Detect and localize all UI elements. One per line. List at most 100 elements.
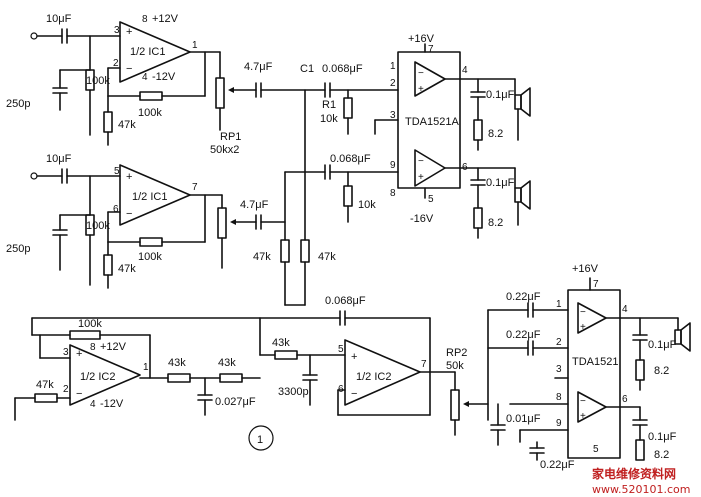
svg-text:1: 1 bbox=[143, 362, 149, 373]
ic1-upper-stage: 10μF 3 + − 1/2 IC1 8 +12V 4 -12V 2 1 250… bbox=[6, 13, 326, 156]
svg-text:0.22μF: 0.22μF bbox=[506, 291, 541, 303]
tda1521-chip bbox=[567, 289, 621, 459]
svg-text:+: + bbox=[76, 348, 82, 360]
svg-text:7: 7 bbox=[192, 182, 198, 193]
svg-text:2: 2 bbox=[556, 337, 562, 348]
svg-text:5: 5 bbox=[338, 344, 344, 355]
svg-text:250p: 250p bbox=[6, 243, 30, 255]
svg-text:4: 4 bbox=[90, 399, 96, 410]
svg-text:1: 1 bbox=[257, 434, 263, 446]
svg-text:3300p: 3300p bbox=[278, 386, 309, 398]
svg-text:7: 7 bbox=[593, 279, 599, 290]
svg-text:10μF: 10μF bbox=[46, 153, 72, 165]
svg-text:1: 1 bbox=[556, 299, 562, 310]
svg-text:4: 4 bbox=[622, 304, 628, 315]
potentiometer-rp2 bbox=[450, 389, 460, 421]
svg-text:-12V: -12V bbox=[152, 71, 176, 83]
svg-text:8.2: 8.2 bbox=[488, 217, 503, 229]
svg-text:R1: R1 bbox=[322, 99, 336, 111]
svg-text:8: 8 bbox=[90, 342, 96, 353]
svg-text:+16V: +16V bbox=[572, 263, 599, 275]
svg-text:www.520101.com: www.520101.com bbox=[592, 483, 690, 496]
ic2-stage: 100k 3 + − 8 +12V 1/2 IC2 4 -12V 2 1 47k… bbox=[14, 295, 489, 451]
svg-text:0.027μF: 0.027μF bbox=[215, 396, 256, 408]
svg-text:−: − bbox=[351, 388, 357, 400]
svg-text:47k: 47k bbox=[253, 251, 271, 263]
svg-text:0.068μF: 0.068μF bbox=[330, 153, 371, 165]
potentiometer-rp1 bbox=[215, 77, 225, 109]
opamp-ic1-upper bbox=[119, 21, 191, 83]
svg-text:6: 6 bbox=[113, 204, 119, 215]
speaker-cone-icon bbox=[520, 180, 531, 210]
svg-text:+: + bbox=[418, 172, 424, 183]
svg-text:家电维修资料网: 家电维修资料网 bbox=[592, 466, 676, 481]
svg-text:7: 7 bbox=[421, 359, 427, 370]
input-terminal-top bbox=[30, 32, 38, 40]
input-terminal-middle bbox=[30, 172, 38, 180]
svg-text:100k: 100k bbox=[138, 107, 162, 119]
svg-text:7: 7 bbox=[428, 44, 434, 55]
svg-text:9: 9 bbox=[390, 160, 396, 171]
svg-text:3: 3 bbox=[556, 364, 562, 375]
tda1521a-stage: C1 0.068μF R1 10k +16V 7 − + 2 1 3 TDA15… bbox=[284, 33, 531, 239]
svg-text:0.1μF: 0.1μF bbox=[648, 431, 677, 443]
watermark: 家电维修资料网 www.520101.com bbox=[592, 466, 690, 496]
svg-text:0.068μF: 0.068μF bbox=[325, 295, 366, 307]
svg-text:100k: 100k bbox=[78, 318, 102, 330]
svg-text:0.01μF: 0.01μF bbox=[506, 413, 541, 425]
svg-text:+: + bbox=[580, 322, 586, 333]
svg-text:+: + bbox=[126, 26, 132, 38]
resistor-r1 bbox=[343, 97, 353, 119]
figure-number-circle bbox=[248, 425, 274, 451]
svg-text:4: 4 bbox=[462, 65, 468, 76]
svg-text:−: − bbox=[580, 307, 586, 318]
svg-text:3: 3 bbox=[114, 25, 120, 36]
svg-text:100k: 100k bbox=[138, 251, 162, 263]
svg-text:−: − bbox=[418, 68, 424, 79]
svg-text:+: + bbox=[580, 411, 586, 422]
opamp-ic2-b bbox=[344, 339, 421, 406]
svg-text:5: 5 bbox=[114, 166, 120, 177]
svg-text:TDA1521A: TDA1521A bbox=[405, 116, 459, 128]
svg-text:47k: 47k bbox=[36, 379, 54, 391]
svg-text:47k: 47k bbox=[318, 251, 336, 263]
svg-text:4.7μF: 4.7μF bbox=[244, 61, 273, 73]
svg-text:0.1μF: 0.1μF bbox=[486, 177, 515, 189]
svg-text:5: 5 bbox=[428, 194, 434, 205]
ic1-upper-label: 1/2 IC1 bbox=[130, 46, 165, 58]
resistor-47k-a bbox=[103, 111, 113, 133]
svg-text:1/2 IC1: 1/2 IC1 bbox=[132, 191, 167, 203]
svg-text:3: 3 bbox=[390, 110, 396, 121]
speaker-cone-icon bbox=[680, 322, 691, 352]
svg-text:8.2: 8.2 bbox=[654, 365, 669, 377]
tda1521-stage: 0.22μF 0.22μF 0.01μF +16V 7 − + 1 2 3 TD… bbox=[487, 263, 691, 471]
svg-text:+12V: +12V bbox=[100, 341, 127, 353]
svg-text:+: + bbox=[418, 84, 424, 95]
svg-text:0.22μF: 0.22μF bbox=[540, 459, 575, 471]
svg-text:+: + bbox=[126, 171, 132, 183]
svg-text:0.22μF: 0.22μF bbox=[506, 329, 541, 341]
cap-10uf-top-label: 10μF bbox=[46, 13, 72, 25]
svg-text:8.2: 8.2 bbox=[488, 128, 503, 140]
ic1-lower-stage: 10μF 5 + − 1/2 IC1 6 7 250p 100k 100k 47… bbox=[6, 89, 336, 306]
svg-text:50k: 50k bbox=[446, 360, 464, 372]
svg-text:2: 2 bbox=[63, 384, 69, 395]
speaker-icon bbox=[514, 187, 522, 203]
svg-text:6: 6 bbox=[622, 394, 628, 405]
svg-text:−: − bbox=[126, 63, 132, 75]
svg-text:1: 1 bbox=[390, 61, 396, 72]
svg-text:5: 5 bbox=[593, 444, 599, 455]
svg-text:+: + bbox=[351, 351, 357, 363]
svg-text:0.068μF: 0.068μF bbox=[322, 63, 363, 75]
svg-text:C1: C1 bbox=[300, 63, 314, 75]
svg-text:9: 9 bbox=[556, 418, 562, 429]
speaker-icon bbox=[514, 94, 522, 110]
svg-text:250p: 250p bbox=[6, 98, 30, 110]
svg-text:−: − bbox=[418, 156, 424, 167]
svg-text:RP2: RP2 bbox=[446, 347, 467, 359]
svg-text:8: 8 bbox=[556, 392, 562, 403]
svg-text:3: 3 bbox=[63, 347, 69, 358]
svg-text:0.1μF: 0.1μF bbox=[486, 89, 515, 101]
svg-text:TDA1521: TDA1521 bbox=[572, 356, 618, 368]
svg-text:8: 8 bbox=[390, 188, 396, 199]
